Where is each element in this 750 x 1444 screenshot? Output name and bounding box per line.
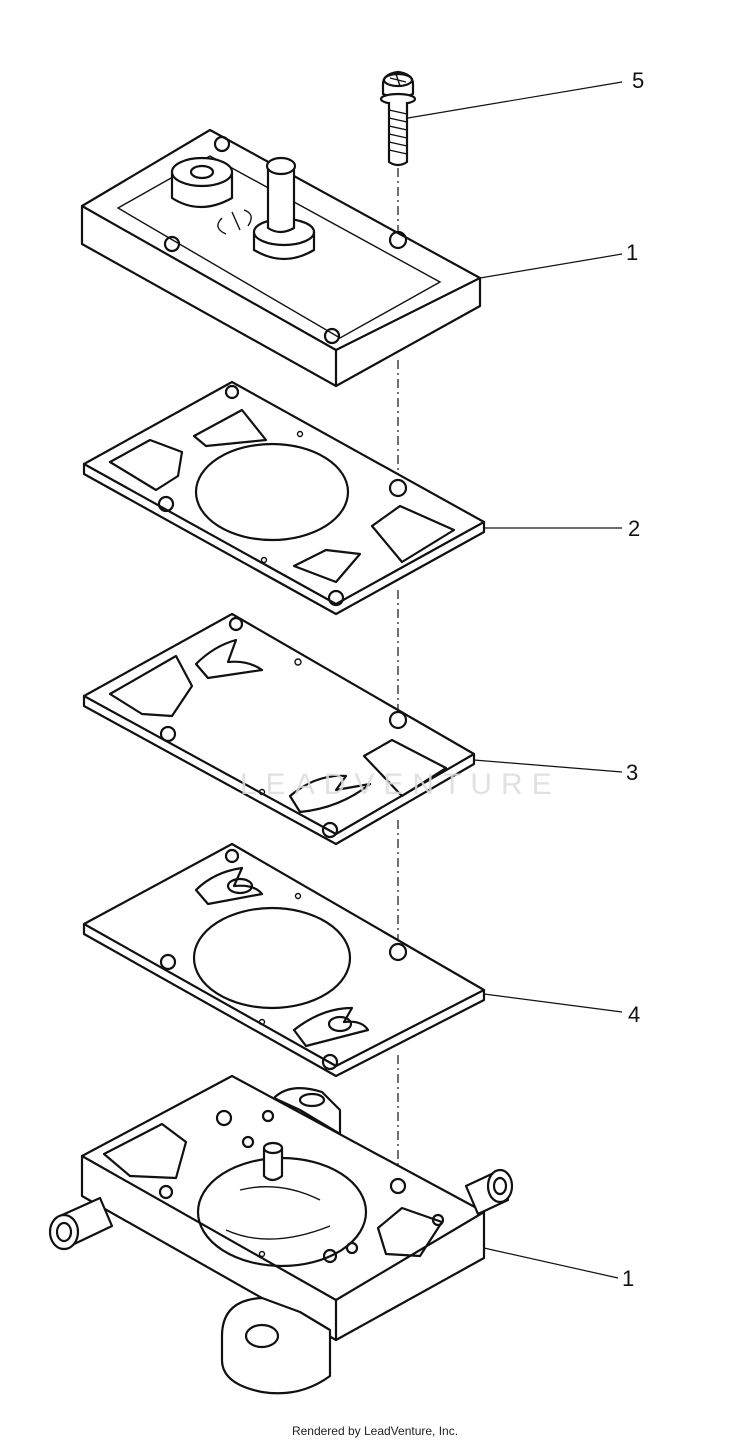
cover-plate-part-1 [80, 128, 482, 388]
gasket-part-2 [82, 380, 486, 616]
callout-4: 4 [628, 1002, 641, 1027]
leader-lines [407, 81, 623, 1279]
footer-credit: Rendered by LeadVenture, Inc. [291, 1424, 459, 1438]
callout-1-bottom: 1 [622, 1266, 635, 1291]
screw-part-5 [379, 70, 417, 167]
pump-body-part-1 [48, 1074, 514, 1395]
callout-1-top: 1 [626, 240, 639, 265]
callout-2: 2 [628, 516, 641, 541]
diaphragm-part-3 [82, 612, 476, 846]
gasket-part-4 [82, 842, 486, 1078]
callout-3: 3 [626, 760, 639, 785]
callout-5: 5 [632, 68, 645, 93]
watermark: LEADVENTURE [240, 768, 561, 801]
